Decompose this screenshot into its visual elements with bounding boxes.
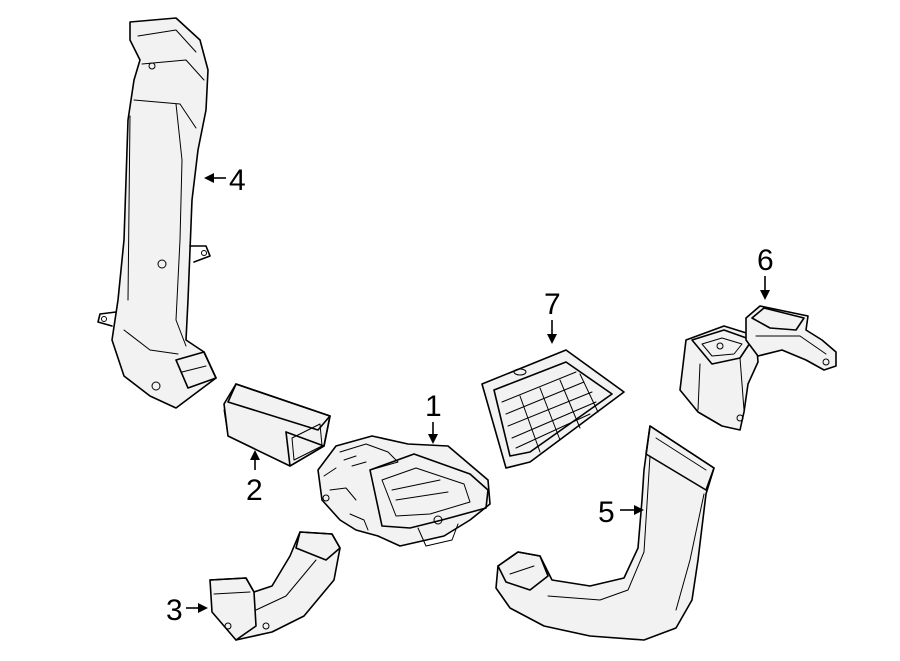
callout-2: 2	[246, 474, 263, 507]
part-7-grille	[481, 349, 625, 469]
callout-5: 5	[598, 496, 615, 529]
callout-3: 3	[166, 594, 183, 627]
callout-labels: 1 2 3 4 5 6 7	[166, 164, 774, 627]
callout-arrows	[186, 173, 770, 613]
part-6-duct	[679, 305, 837, 431]
part-4-duct	[97, 17, 217, 409]
callout-1: 1	[425, 390, 442, 423]
part-2-duct	[223, 383, 331, 467]
callout-7: 7	[544, 288, 561, 321]
part-3-duct	[209, 531, 341, 641]
callout-4: 4	[229, 164, 246, 197]
part-1-housing	[317, 435, 491, 547]
callout-6: 6	[757, 244, 774, 277]
part-5-duct	[495, 425, 715, 641]
